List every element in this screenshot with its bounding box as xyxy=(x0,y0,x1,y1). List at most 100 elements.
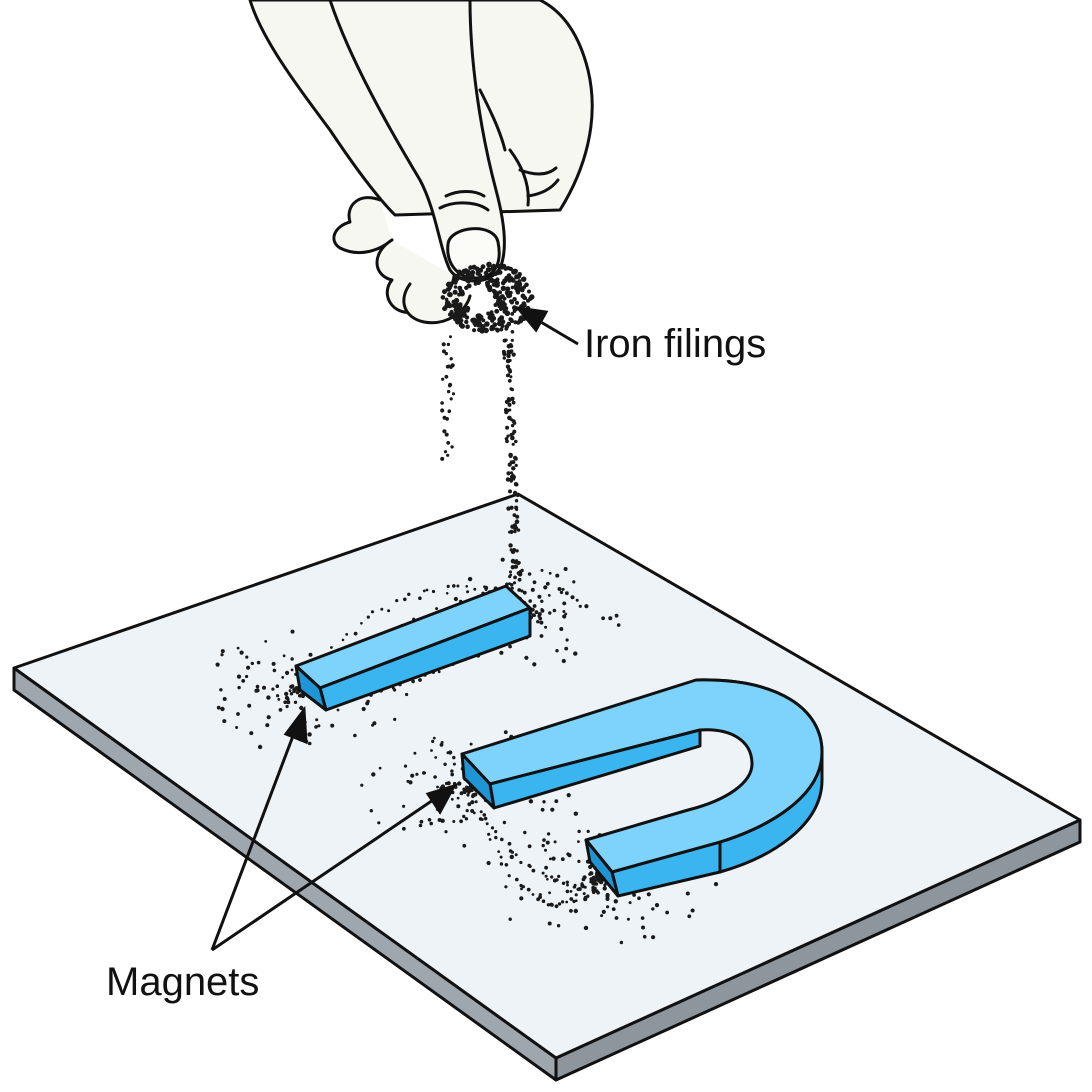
filing-dot xyxy=(561,658,566,664)
filing-dot xyxy=(505,286,511,292)
filing-dot xyxy=(425,588,429,592)
filing-dot xyxy=(562,601,567,606)
filing-dot xyxy=(508,543,513,548)
arrow-bar-magnet-head xyxy=(283,705,308,745)
filing-dot xyxy=(500,837,504,842)
filing-dot xyxy=(560,857,565,862)
filing-dot xyxy=(462,843,467,848)
filing-dot xyxy=(526,887,531,892)
filing-dot xyxy=(504,324,510,329)
filing-dot xyxy=(494,280,499,285)
filing-dot xyxy=(454,297,460,304)
filing-dot xyxy=(449,309,454,315)
arrow-bar-magnet-line xyxy=(210,727,298,951)
filing-dot xyxy=(489,324,495,330)
filing-dot xyxy=(574,893,578,897)
filing-dot xyxy=(446,281,451,286)
filing-dot xyxy=(493,272,498,277)
filing-dot xyxy=(641,925,645,930)
hand-crease-5 xyxy=(526,178,560,198)
arrow-horseshoe-line xyxy=(211,796,437,952)
filing-dot xyxy=(565,638,569,642)
filing-dot xyxy=(256,660,261,665)
filing-dot xyxy=(524,655,529,660)
filing-dot xyxy=(562,614,567,619)
filing-dot xyxy=(236,646,240,650)
filing-dot xyxy=(250,661,254,666)
filing-dot xyxy=(283,700,288,704)
filing-dot xyxy=(443,450,448,454)
filing-dot xyxy=(503,306,509,311)
filing-dot xyxy=(506,471,511,476)
filing-dot xyxy=(444,432,449,437)
filing-dot xyxy=(450,797,454,801)
filing-dot xyxy=(466,793,470,797)
filing-dot xyxy=(456,804,461,809)
filing-dot xyxy=(514,280,519,285)
filing-dot xyxy=(600,914,604,918)
filing-dot xyxy=(511,400,516,405)
filing-dot xyxy=(442,289,447,295)
filing-dot xyxy=(508,530,511,534)
filing-dot xyxy=(611,907,616,911)
horseshoe-bottom-arm-end xyxy=(584,838,620,898)
filing-dot xyxy=(510,558,516,564)
filing-dot xyxy=(446,389,451,394)
filing-dot xyxy=(530,587,535,592)
filing-dot xyxy=(534,610,539,615)
filing-dot xyxy=(460,276,465,280)
filing-dot xyxy=(520,589,524,593)
hand-knuckle-fold xyxy=(332,196,394,254)
filing-dot xyxy=(540,599,544,603)
filing-dot xyxy=(307,732,312,737)
filing-dot xyxy=(449,357,453,361)
filing-dot xyxy=(499,294,505,300)
filing-dot xyxy=(509,375,513,379)
filing-dot xyxy=(494,294,500,300)
filing-dot xyxy=(464,285,469,290)
filing-dot xyxy=(465,308,470,313)
filing-dot xyxy=(276,694,280,698)
filing-dot xyxy=(440,408,445,413)
filing-dot xyxy=(393,717,397,722)
filing-dot xyxy=(480,264,486,270)
filing-dot xyxy=(472,811,476,815)
filing-dot xyxy=(544,874,548,878)
filing-dot xyxy=(497,303,503,309)
filing-dot xyxy=(440,295,446,300)
filing-dot xyxy=(504,885,508,889)
filing-dot xyxy=(536,620,540,624)
filing-dot xyxy=(512,429,517,434)
filing-dot xyxy=(561,900,565,904)
filing-dot xyxy=(628,901,632,905)
filing-dot xyxy=(371,772,376,777)
hand-thumbnail xyxy=(446,227,501,280)
filing-dot xyxy=(336,708,340,712)
filing-dot xyxy=(519,860,523,865)
filing-dot xyxy=(538,895,542,899)
filing-dot xyxy=(510,285,515,290)
filing-dot xyxy=(467,802,472,807)
hand-crease-6 xyxy=(478,88,507,152)
filing-dot xyxy=(491,288,497,294)
filing-dot xyxy=(619,940,624,945)
filing-dot xyxy=(569,890,573,893)
filing-dot xyxy=(452,820,456,823)
filing-dot xyxy=(509,583,514,587)
pointer-arrows xyxy=(210,305,579,952)
filing-dot xyxy=(456,308,462,314)
filing-dot xyxy=(473,587,477,591)
filing-dot xyxy=(541,871,545,875)
filing-dot xyxy=(418,678,422,682)
filing-dot xyxy=(487,832,491,836)
filing-dot xyxy=(509,505,514,510)
filing-dot xyxy=(531,607,535,612)
filing-dot xyxy=(314,725,318,729)
filing-dot xyxy=(509,387,513,391)
filing-dot xyxy=(474,266,480,272)
filing-dot xyxy=(575,598,579,602)
filing-dot xyxy=(523,830,527,835)
filing-dot xyxy=(592,882,597,886)
filing-dot xyxy=(546,903,551,907)
